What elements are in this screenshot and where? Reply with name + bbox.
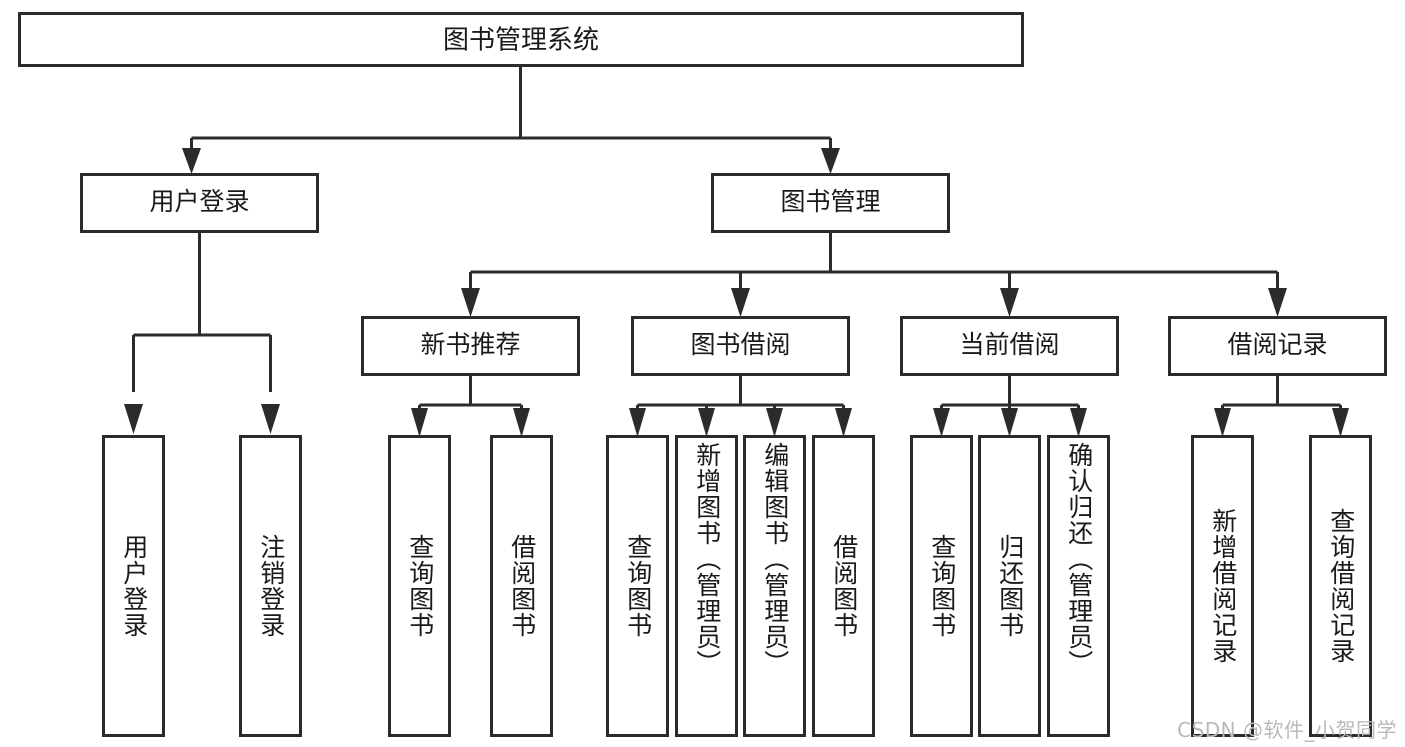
node-leaf-query-record-box[interactable] <box>1309 435 1372 737</box>
node-root-label: 图书管理系统 <box>443 26 599 56</box>
node-book-borrow[interactable]: 图书借阅 <box>631 316 850 376</box>
node-user-login-box[interactable] <box>80 173 319 233</box>
node-leaf-user-logout-box[interactable] <box>239 435 302 737</box>
node-leaf-query-book-2-box[interactable] <box>606 435 669 737</box>
node-new-book-recommend-box[interactable] <box>361 316 580 376</box>
node-new-book-recommend[interactable]: 新书推荐 <box>361 316 580 376</box>
arrow-leaf-user-login <box>124 404 143 434</box>
arrow-to-current-borrow <box>1000 288 1019 317</box>
node-current-borrow-label: 当前借阅 <box>959 330 1059 359</box>
node-leaf-add-book-box[interactable] <box>675 435 738 737</box>
leaf-box-group <box>102 435 1372 737</box>
arrow-to-book-manage <box>821 148 840 174</box>
node-root[interactable]: 图书管理系统 <box>18 12 1024 67</box>
arrow-leaf-edit-book <box>766 408 783 437</box>
node-borrow-record-label: 借阅记录 <box>1227 330 1327 359</box>
arrow-leaf-borrow-book-2 <box>835 408 852 437</box>
node-leaf-query-book-3-box[interactable] <box>910 435 973 737</box>
arrow-to-book-borrow <box>731 288 750 317</box>
arrow-leaf-borrow-book-1 <box>513 408 530 437</box>
node-leaf-add-record-box[interactable] <box>1191 435 1254 737</box>
node-leaf-borrow-book-1-box[interactable] <box>490 435 553 737</box>
arrow-leaf-query-book-3 <box>933 408 950 437</box>
node-book-borrow-box[interactable] <box>631 316 850 376</box>
node-leaf-confirm-return-box[interactable] <box>1047 435 1110 737</box>
node-new-book-recommend-label: 新书推荐 <box>420 330 520 359</box>
node-book-manage-label: 图书管理 <box>780 187 880 216</box>
node-root-box[interactable] <box>18 12 1024 67</box>
node-book-manage[interactable]: 图书管理 <box>711 173 950 233</box>
arrow-leaf-add-book <box>698 408 715 437</box>
arrow-leaf-return-book <box>1001 408 1018 437</box>
arrow-leaf-query-book-2 <box>629 408 646 437</box>
arrow-leaf-query-book-1 <box>411 408 428 437</box>
node-current-borrow[interactable]: 当前借阅 <box>900 316 1119 376</box>
node-borrow-record[interactable]: 借阅记录 <box>1168 316 1387 376</box>
node-book-borrow-label: 图书借阅 <box>690 330 790 359</box>
arrow-leaf-user-logout <box>261 404 280 434</box>
arrow-to-borrow-record <box>1268 288 1287 317</box>
node-book-manage-box[interactable] <box>711 173 950 233</box>
node-leaf-query-book-1-box[interactable] <box>388 435 451 737</box>
arrow-to-new-book <box>461 288 480 317</box>
node-current-borrow-box[interactable] <box>900 316 1119 376</box>
arrow-leaf-confirm-return <box>1070 408 1087 437</box>
arrow-leaf-query-record <box>1332 408 1349 437</box>
node-leaf-borrow-book-2-box[interactable] <box>812 435 875 737</box>
arrow-leaf-add-record <box>1214 408 1231 437</box>
connector-group <box>124 66 1349 437</box>
node-borrow-record-box[interactable] <box>1168 316 1387 376</box>
node-leaf-user-login-box[interactable] <box>102 435 165 737</box>
node-leaf-edit-book-box[interactable] <box>743 435 806 737</box>
node-leaf-return-book-box[interactable] <box>978 435 1041 737</box>
arrow-to-user-login <box>182 148 201 174</box>
node-user-login-label: 用户登录 <box>149 187 249 216</box>
node-user-login[interactable]: 用户登录 <box>80 173 319 233</box>
